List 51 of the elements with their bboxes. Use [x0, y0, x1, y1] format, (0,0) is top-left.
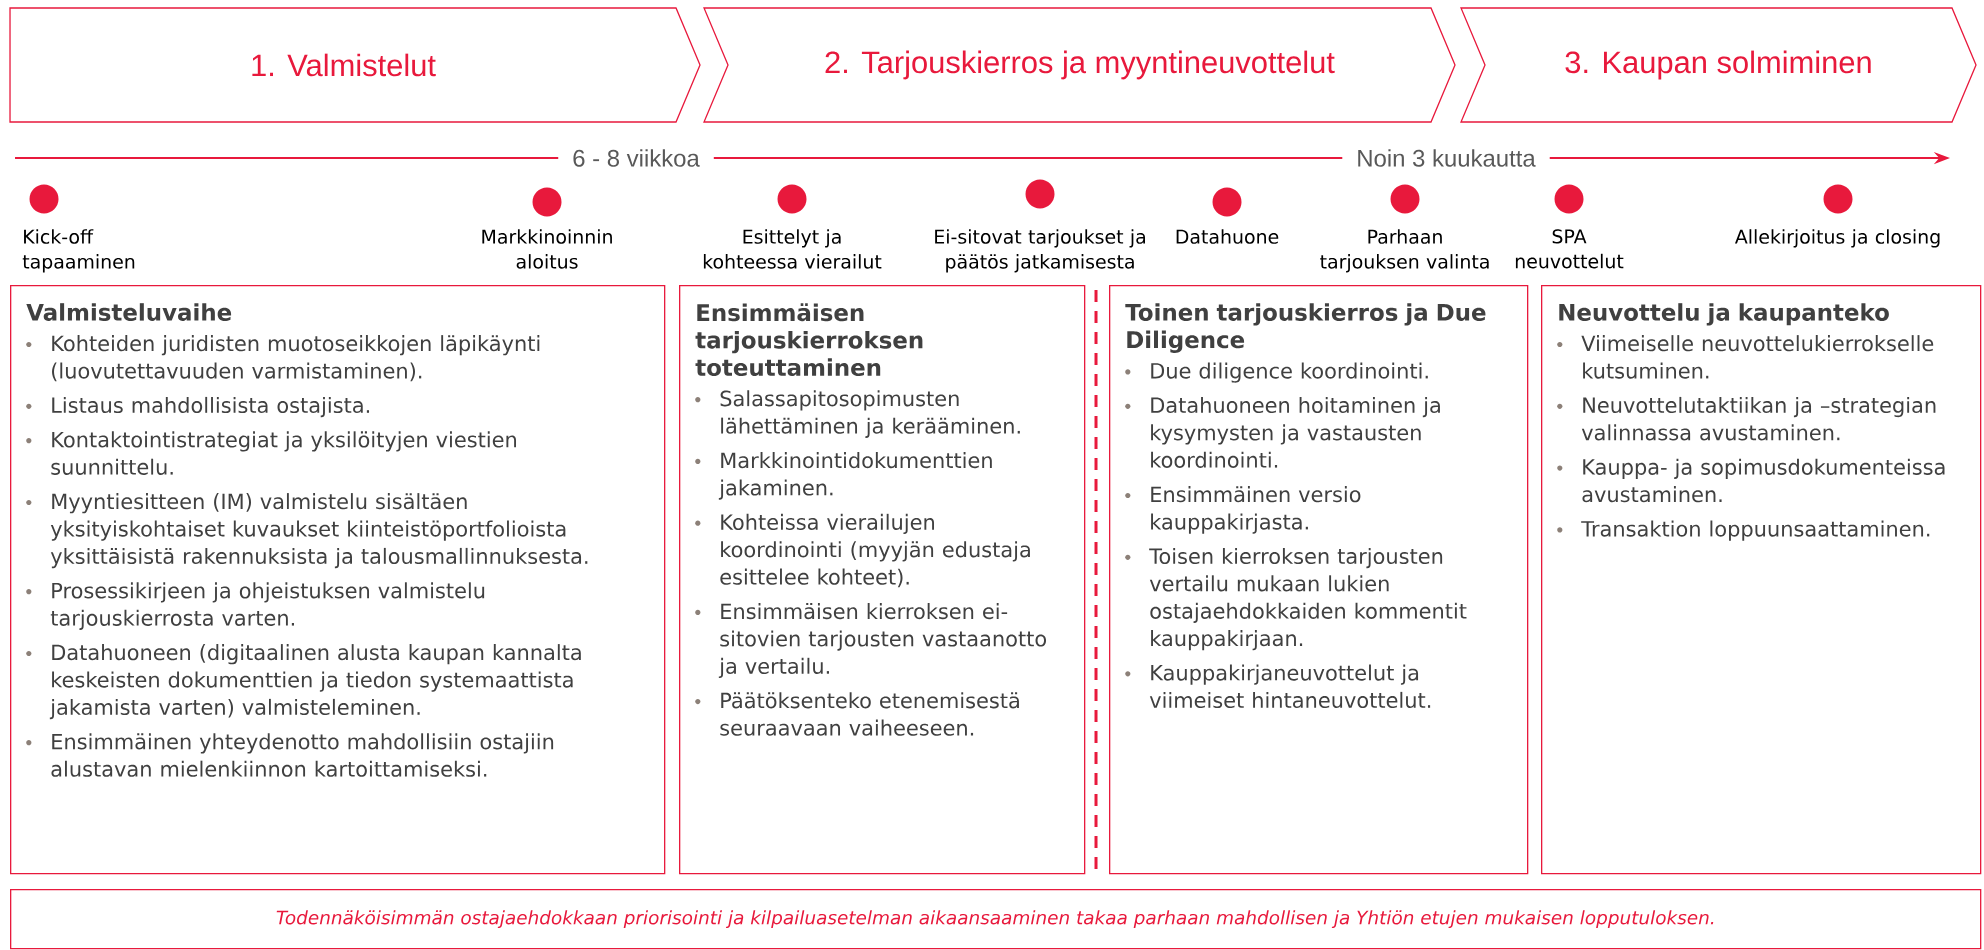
bullet-point: Datahuoneen (digitaalinen alusta kaupan kannalta keskeisten dokumenttien ja tiedon systemaattista jakamista varten) valmisteleminen.: [26, 644, 581, 720]
milestone-dot: [777, 184, 807, 214]
milestone-dot: [29, 184, 59, 214]
bullet-point: Neuvottelutaktiikan ja –strategian valinnassa avustaminen.: [1557, 396, 1936, 441]
milestone-dot: [1390, 184, 1420, 214]
milestone-dot: [1823, 184, 1853, 214]
bullet-point: Kauppakirjaneuvottelut ja viimeiset hintaneuvottelut.: [1125, 664, 1431, 709]
bullet-point: Myyntiesitteen (IM) valmistelu sisältäen yksityiskohtaiset kuvaukset kiinteistöportfolioista yksittäisistä rakennuksista ja talousmallinnuksesta.: [26, 493, 588, 569]
box-heading: Ensimmäisen tarjouskierroksen toteuttaminen: [695, 303, 923, 377]
box-heading: Valmisteluvaihe: [26, 303, 232, 321]
bullet-point: Markkinointidokumenttien jakaminen.: [695, 452, 992, 500]
milestone-label: SPA neuvottelut: [1515, 229, 1624, 269]
chevron-banner: 1. Valmistelut: [9, 7, 701, 123]
bullet-point: Toisen kierroksen tarjousten vertailu mukaan lukien ostajaehdokkaiden kommentit kauppakirjaan.: [1125, 547, 1467, 651]
bullet-point: Viimeiselle neuvottelukierrokselle kutsuminen.: [1557, 335, 1934, 379]
box-heading: Toinen tarjouskierros ja Due Diligence: [1125, 303, 1486, 353]
bullet-point: Päätöksenteko etenemisestä seuraavaan vaiheeseen.: [695, 692, 1019, 736]
phase-box: [1541, 285, 1982, 875]
duration-label: 6 - 8 viikkoa: [558, 147, 714, 169]
bullet-point: Salassapitosopimusten lähettäminen ja kerääminen.: [695, 390, 1020, 438]
chevron-banner: 3. Kaupan solmiminen: [1460, 7, 1977, 123]
bullet-point: Transaktion loppuunsaattaminen.: [1557, 520, 1930, 541]
bullet-point: Ensimmäisen kierroksen ei-sitovien tarjousten vastaanotto ja vertailu.: [695, 603, 1047, 679]
box-heading: Neuvottelu ja kaupanteko: [1559, 303, 1889, 326]
milestone-label: Datahuone: [1176, 229, 1279, 244]
note-box: Todennäköisimmän ostajaehdokkaan priorisointi ja kilpailuasetelman aikaansaaminen takaa parhaan mahdollisen ja Yhtiön etujen mukaisen lopputuloksen.: [10, 889, 1982, 950]
phase-box: [1109, 285, 1529, 875]
milestone-label: Allekirjoitus ja closing: [1734, 229, 1940, 248]
phase-box: [679, 285, 1086, 875]
milestone-label: Esittelyt ja kohteessa vierailut: [703, 229, 882, 269]
milestone-label: Markkinoinnin aloitus: [482, 229, 612, 269]
bullet-point: Due diligence koordinointi.: [1125, 362, 1428, 383]
milestone-label: Ei-sitovat tarjoukset ja päätös jatkamisesta: [935, 229, 1145, 273]
chevron-banner: 2. Tarjouskierros ja myyntineuvottelut: [703, 7, 1456, 123]
milestone-dot: [1554, 184, 1584, 214]
milestone-dot: [1025, 179, 1055, 209]
bullet-point: Kohteiden juridisten muotoseikkojen läpikäynti (luovutettavuuden varmistaminen).: [26, 335, 540, 382]
milestone-dot: [532, 187, 562, 217]
milestone-label: Kick-off tapaaminen: [22, 229, 135, 273]
milestone-label: Parhaan tarjouksen valinta: [1320, 229, 1489, 273]
bullet-point: Ensimmäinen yhteydenotto mahdollisiin ostajiin alustavan mielenkiinnon kartoittamiseksi.: [26, 733, 554, 777]
bullet-point: Listaus mahdollisista ostajista.: [26, 396, 370, 418]
bullet-point: Kontaktointistrategiat ja yksilöityjen viestien suunnittelu.: [26, 431, 516, 475]
milestone-dot: [1212, 187, 1242, 217]
phase-box: [10, 285, 666, 875]
duration-label: Noin 3 kuukautta: [1342, 147, 1550, 169]
bullet-point: Kohteissa vierailujen koordinointi (myyjän edustaja esittelee kohteet).: [695, 513, 1030, 588]
bullet-point: Kauppa- ja sopimusdokumenteissa avustaminen.: [1557, 458, 1945, 503]
bullet-point: Prosessikirjeen ja ohjeistuksen valmistelu tarjouskierrosta varten.: [26, 582, 485, 630]
bullet-point: Ensimmäinen versio kauppakirjasta.: [1125, 486, 1361, 534]
bullet-point: Datahuoneen hoitaminen ja kysymysten ja vastausten koordinointi.: [1125, 396, 1440, 468]
